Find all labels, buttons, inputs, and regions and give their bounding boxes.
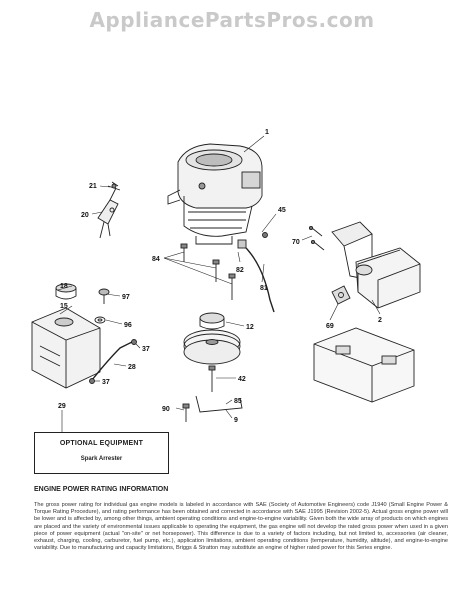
fuel-hose-part[interactable] (89, 339, 137, 384)
fuel-tank-part[interactable] (31, 307, 101, 389)
cap-97-part[interactable] (98, 288, 110, 304)
watermark: AppliancePartsPros.com (89, 8, 375, 32)
mount-bracket-part[interactable] (313, 327, 415, 403)
callout-12: 12 (246, 324, 254, 331)
callout-84: 84 (152, 256, 160, 263)
engine-part[interactable] (167, 143, 263, 245)
callout-2: 2 (378, 317, 382, 324)
bolt-21-part[interactable] (107, 181, 121, 191)
pin-85-part[interactable] (195, 395, 243, 413)
callout-90: 90 (162, 406, 170, 413)
throttle-bracket-part[interactable] (97, 187, 119, 239)
callout-45: 45 (278, 207, 286, 214)
engine-rating-title: ENGINE POWER RATING INFORMATION (34, 486, 169, 493)
callout-85: 85 (234, 398, 242, 405)
bolt-90-part[interactable] (182, 403, 190, 422)
callout-81: 81 (260, 285, 268, 292)
callout-29: 29 (58, 403, 66, 410)
bolts-84-part[interactable] (180, 243, 236, 300)
pulley-part[interactable] (183, 312, 241, 365)
gasket-part[interactable] (331, 285, 351, 305)
fuel-line-part[interactable] (237, 232, 275, 313)
callout-96: 96 (124, 322, 132, 329)
spark-arrester-label: Spark Arrester (80, 456, 123, 462)
callout-20: 20 (81, 212, 89, 219)
callout-82: 82 (236, 267, 244, 274)
callout-28: 28 (128, 364, 136, 371)
bolts-70-part[interactable] (308, 225, 325, 251)
optional-equipment-box: OPTIONAL EQUIPMENT Spark Arrester (34, 432, 169, 474)
optional-equipment-title: OPTIONAL EQUIPMENT (59, 440, 144, 447)
callout-69: 69 (326, 323, 334, 330)
washer-96-part[interactable] (94, 316, 106, 324)
callout-37-lower: 37 (102, 379, 110, 386)
callout-15: 15 (60, 303, 68, 310)
engine-rating-body: The gross power rating for individual ga… (34, 502, 448, 552)
callout-42: 42 (238, 376, 246, 383)
callout-97: 97 (122, 294, 130, 301)
callout-70: 70 (292, 239, 300, 246)
bolt-42-part[interactable] (208, 365, 216, 392)
leader-lines (57, 135, 381, 432)
callout-9: 9 (234, 417, 238, 424)
callout-18: 18 (60, 283, 68, 290)
callout-21: 21 (89, 183, 97, 190)
callout-1: 1 (265, 129, 269, 136)
callout-37-upper: 37 (142, 346, 150, 353)
muffler-part[interactable] (331, 221, 421, 309)
